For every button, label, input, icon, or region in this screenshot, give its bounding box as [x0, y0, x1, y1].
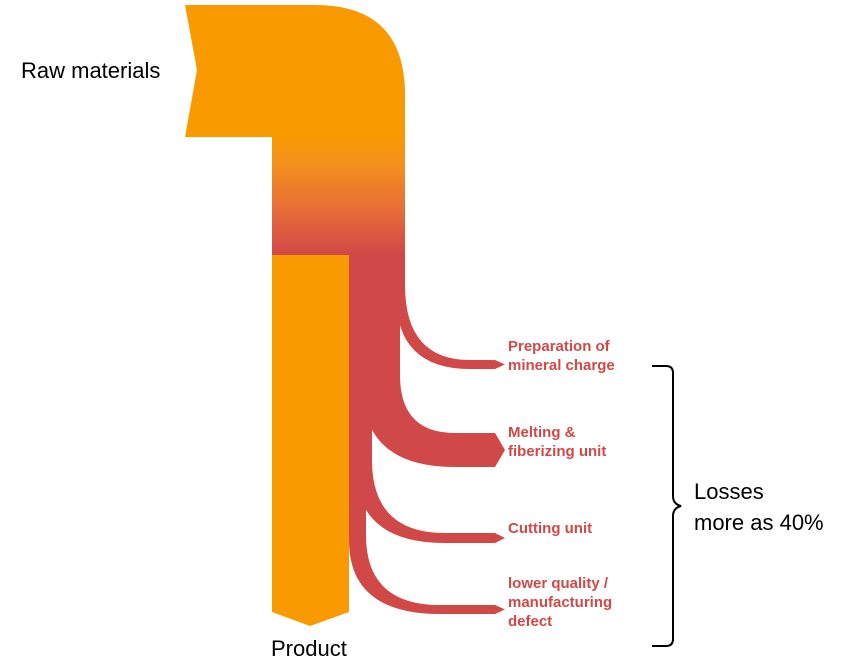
loss-label-melting: Melting & fiberizing unit [508, 424, 607, 460]
loss-label-cutting: Cutting unit [508, 520, 593, 537]
transition-flow [272, 137, 405, 255]
output-label: Product [271, 636, 347, 661]
input-label: Raw materials [21, 58, 161, 83]
losses-brace [652, 365, 682, 647]
product-flow [272, 255, 349, 626]
loss-flow-preparation [396, 253, 505, 369]
loss-label-preparation: Preparation of mineral charge [508, 338, 615, 374]
loss-label-quality: lower quality / manufacturing defect [508, 575, 613, 630]
losses-summary-label: Losses more as 40% [694, 479, 824, 535]
input-flow [185, 5, 405, 140]
